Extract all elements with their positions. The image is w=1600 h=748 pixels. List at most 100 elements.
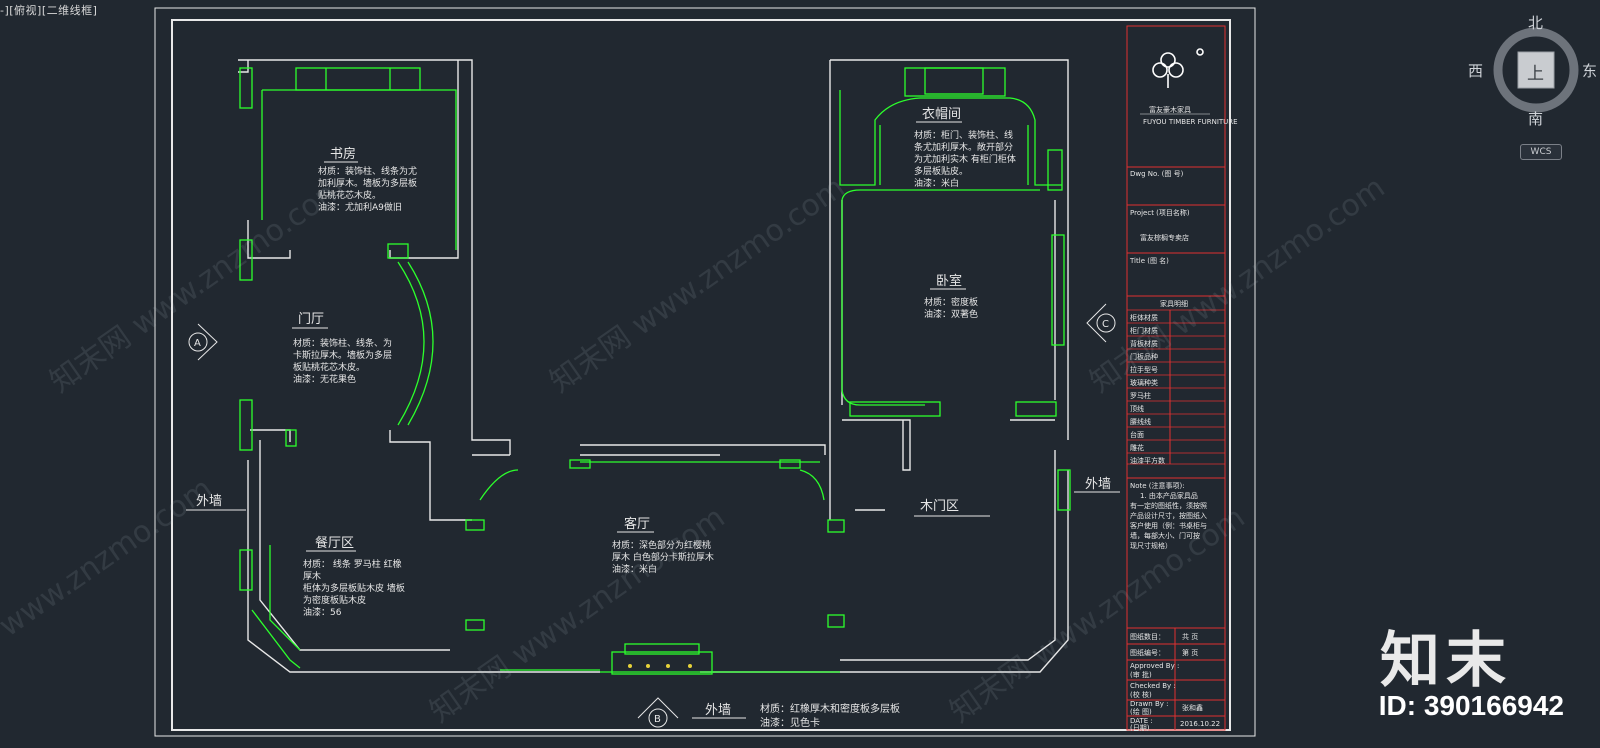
note-line-1: 1. 由本产品家具品 (1140, 491, 1198, 500)
table-row-label: 顶线 (1130, 404, 1144, 413)
dining-note-1: 材质： 线条 罗马柱 红橡 (303, 558, 402, 570)
table-row-label: 雕花 (1130, 443, 1144, 452)
note-line-3: 产品设计尺寸，按图纸入 (1130, 511, 1207, 520)
drawing-no-label: Dwg No. (图 号) (1130, 170, 1184, 178)
living-note-1: 材质：深色部分为红樱桃 (612, 539, 711, 551)
foyer-note-3: 板贴桃花芯木皮。 (293, 361, 365, 373)
living-note-3: 油漆：米白 (612, 563, 657, 575)
notes-title: Note (注意事项): (1130, 481, 1185, 490)
foyer-note-2: 卡斯拉厚木。墙板为多层 (293, 349, 392, 361)
foyer-note-1: 材质：装饰柱、线条、为 (293, 337, 392, 349)
compass-north[interactable]: 北 (1528, 14, 1544, 32)
living-name: 客厅 (624, 516, 650, 532)
date-value: 2016.10.22 (1180, 720, 1220, 728)
cloakroom-labels: 衣帽间 材质：柜门、装饰柱、线 条尤加利厚木。敞开部分 为尤加利实木 有柜门柜体… (914, 106, 1016, 189)
living-note-2: 厚木 白色部分卡斯拉厚木 (612, 551, 714, 563)
foyer-labels: 门厅 材质：装饰柱、线条、为 卡斯拉厚木。墙板为多层 板贴桃花芯木皮。 油漆：无… (292, 312, 392, 385)
cloakroom-note-5: 油漆：米白 (914, 177, 959, 189)
sheet-no-value: 第 页 (1182, 648, 1198, 657)
cloakroom-note-2: 条尤加利厚木。敞开部分 (914, 141, 1013, 153)
sheet-no-label: 图纸编号： (1130, 648, 1165, 657)
study-labels: 书房 材质：装饰柱、线条为尤 加利厚木。墙板为多层板 贴桃花芯木皮。 油漆：尤加… (318, 146, 417, 213)
drawing-border-outer (154, 7, 1256, 737)
approved-label: Approved By : (1130, 662, 1179, 670)
approved-label-cn: (审 批) (1130, 670, 1152, 679)
wcs-button[interactable]: WCS (1520, 144, 1562, 160)
bedroom-note-2: 油漆：双著色 (924, 308, 978, 320)
table-row-label: 柜门材质 (1130, 326, 1158, 335)
compass-ring[interactable] (1486, 18, 1586, 138)
project-label: Project (项目名称) (1130, 208, 1190, 217)
dining-note-2: 厚木 (303, 570, 321, 582)
checked-label: Checked By : (1130, 682, 1176, 690)
section-marker-b (637, 697, 679, 728)
cloakroom-name: 衣帽间 (922, 106, 961, 122)
compass-east[interactable]: 东 (1582, 62, 1598, 80)
bedroom-note-1: 材质：密度板 (924, 296, 978, 308)
compass-south[interactable]: 南 (1528, 110, 1544, 128)
table-header: 家具明细 (1160, 299, 1188, 308)
section-marker-a (188, 323, 218, 361)
sheet-count-value: 共 页 (1182, 632, 1198, 641)
viewcube[interactable]: 北 南 西 东 上 (1468, 14, 1597, 158)
title-block-rows: 柜体材质柜门材质背板材质门板品种拉手型号玻璃种类罗马柱顶线腰线线台面雕花油漆平方… (1130, 313, 1165, 465)
bedroom-labels: 卧室 材质：密度板 油漆：双著色 (924, 273, 978, 320)
dining-note-5: 油漆：56 (303, 606, 342, 618)
table-row-label: 罗马柱 (1130, 391, 1151, 400)
dining-name: 餐厅区 (315, 535, 354, 551)
wall-label-left: 外墙 (196, 494, 222, 509)
note-line-4: 客户使用（例：书桌柜与 (1130, 521, 1207, 530)
table-row-label: 油漆平方数 (1130, 456, 1165, 465)
date-label-cn: (日期) (1130, 724, 1150, 732)
drawn-label: Drawn By : (1130, 700, 1168, 708)
bottom-note-1: 材质：红橡厚木和密度板多层板 (760, 702, 900, 715)
study-note-3: 贴桃花芯木皮。 (318, 189, 381, 201)
study-note-2: 加利厚木。墙板为多层板 (318, 177, 417, 189)
table-row-label: 柜体材质 (1130, 313, 1158, 322)
section-marker-b-label: B (654, 714, 661, 725)
note-line-2: 有一定的图纸性，须按照 (1130, 501, 1207, 510)
cloakroom-note-4: 多层板贴皮。 (914, 165, 968, 177)
cloakroom-note-1: 材质：柜门、装饰柱、线 (914, 129, 1013, 141)
viewcube-top-face[interactable]: 上 (1527, 64, 1544, 84)
door-area-labels: 木门区 (914, 499, 990, 517)
drawn-value: 张和鑫 (1182, 703, 1203, 712)
resource-id: ID: 390166942 (1378, 690, 1564, 721)
bottom-note-2: 油漆：见色卡 (760, 716, 820, 729)
study-note-4: 油漆：尤加利A9做旧 (318, 201, 402, 213)
note-line-5: 墙，每部大小、门可按 (1130, 531, 1200, 540)
title-block (1126, 25, 1226, 731)
checked-label-cn: (校 核) (1130, 690, 1152, 699)
living-labels: 客厅 材质：深色部分为红樱桃 厚木 白色部分卡斯拉厚木 油漆：米白 (612, 516, 714, 575)
section-marker-c-label: C (1102, 319, 1109, 330)
sheet-count-label: 图纸数目： (1130, 632, 1165, 641)
dining-note-3: 柜体为多层板贴木皮 墙板 (303, 582, 405, 594)
drawing-border-inner (171, 19, 1231, 731)
wall-label-bottom: 外墙 (705, 703, 731, 718)
site-logo: 知末 (1380, 626, 1512, 696)
project-name: 富友棕榈专卖店 (1140, 233, 1189, 242)
viewport-label[interactable]: -][俯视][二维线框] (0, 4, 98, 17)
wall-label-right: 外墙 (1085, 477, 1111, 492)
company-name: 富友豪木家具 (1149, 105, 1191, 114)
dining-note-4: 为密度板贴木皮 (303, 594, 366, 606)
dining-labels: 餐厅区 材质： 线条 罗马柱 红橡 厚木 柜体为多层板贴木皮 墙板 为密度板贴木… (303, 535, 405, 618)
study-note-1: 材质：装饰柱、线条为尤 (318, 165, 417, 177)
foyer-name: 门厅 (298, 312, 324, 327)
foyer-note-4: 油漆：无花果色 (293, 373, 356, 385)
bedroom-name: 卧室 (936, 273, 962, 289)
section-marker-c (1086, 303, 1116, 343)
date-label: DATE : (1130, 717, 1153, 725)
company-logo (1152, 48, 1204, 88)
table-row-label: 背板材质 (1130, 339, 1158, 348)
table-row-label: 玻璃种类 (1130, 378, 1158, 387)
compass-west[interactable]: 西 (1468, 62, 1484, 80)
table-row-label: 拉手型号 (1130, 365, 1158, 374)
table-row-label: 腰线线 (1130, 417, 1151, 426)
drawn-label-cn: (绘 图) (1130, 707, 1152, 716)
cloakroom-note-3: 为尤加利实木 有柜门柜体 (914, 153, 1016, 165)
section-marker-a-label: A (194, 338, 201, 349)
furniture (239, 67, 1071, 675)
study-name: 书房 (330, 146, 356, 162)
